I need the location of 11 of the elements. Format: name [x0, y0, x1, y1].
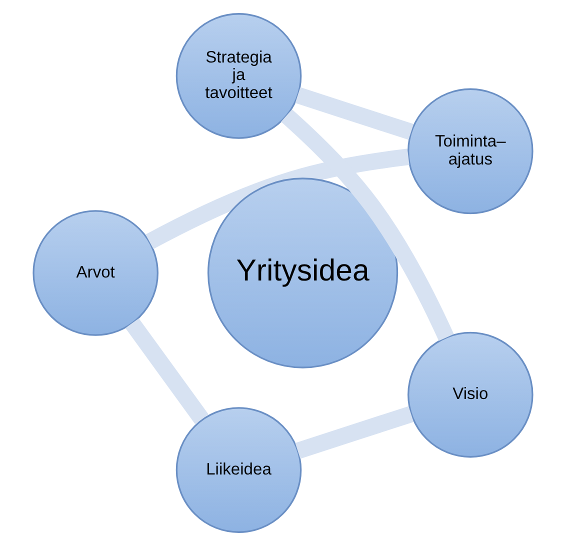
connector [146, 148, 410, 250]
node-circle: Liikeidea [176, 407, 302, 533]
node-circle: Strategia ja tavoitteet [176, 13, 302, 139]
node-circle: Visio [408, 332, 534, 458]
node-circle: Arvot [32, 210, 158, 336]
connector [281, 109, 454, 341]
connector [295, 406, 414, 459]
connector [295, 87, 414, 140]
connector [125, 318, 209, 424]
node-circle: Yritysidea [207, 178, 398, 368]
node-circle: Toiminta– ajatus [408, 88, 534, 214]
